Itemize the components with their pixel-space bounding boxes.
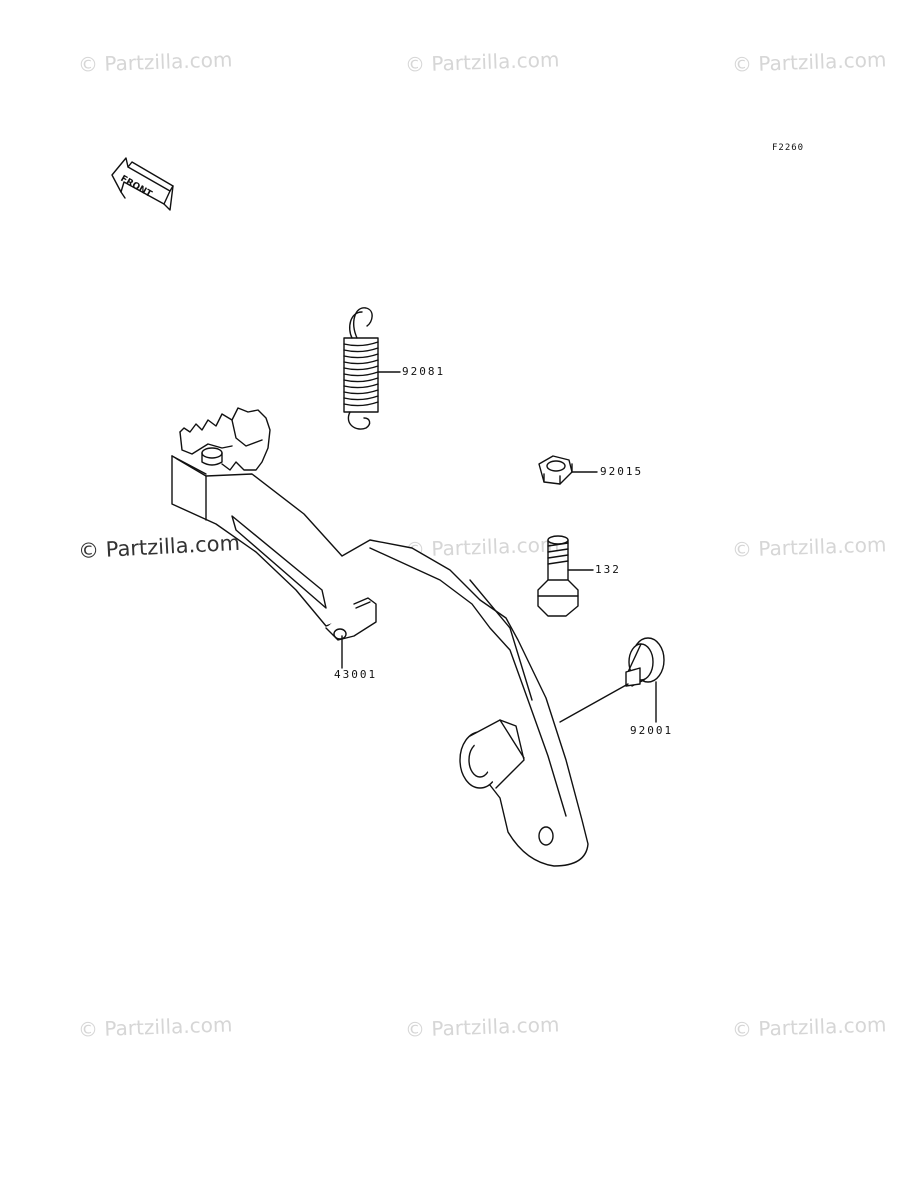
part-label-92081[interactable]: 92081 bbox=[402, 365, 446, 378]
part-label-92015[interactable]: 92015 bbox=[600, 465, 644, 478]
figure-code: F2260 bbox=[772, 143, 805, 153]
part-label-132[interactable]: 132 bbox=[595, 563, 621, 576]
nut-92015 bbox=[538, 455, 598, 485]
bolt-132 bbox=[537, 535, 594, 617]
bolt-92001 bbox=[559, 637, 665, 723]
part-label-43001[interactable]: 43001 bbox=[334, 668, 378, 681]
front-arrow-icon: FRONT bbox=[111, 157, 174, 211]
spring-92081 bbox=[343, 307, 401, 430]
brake-pedal-43001 bbox=[171, 407, 589, 867]
part-label-92001[interactable]: 92001 bbox=[630, 724, 674, 737]
